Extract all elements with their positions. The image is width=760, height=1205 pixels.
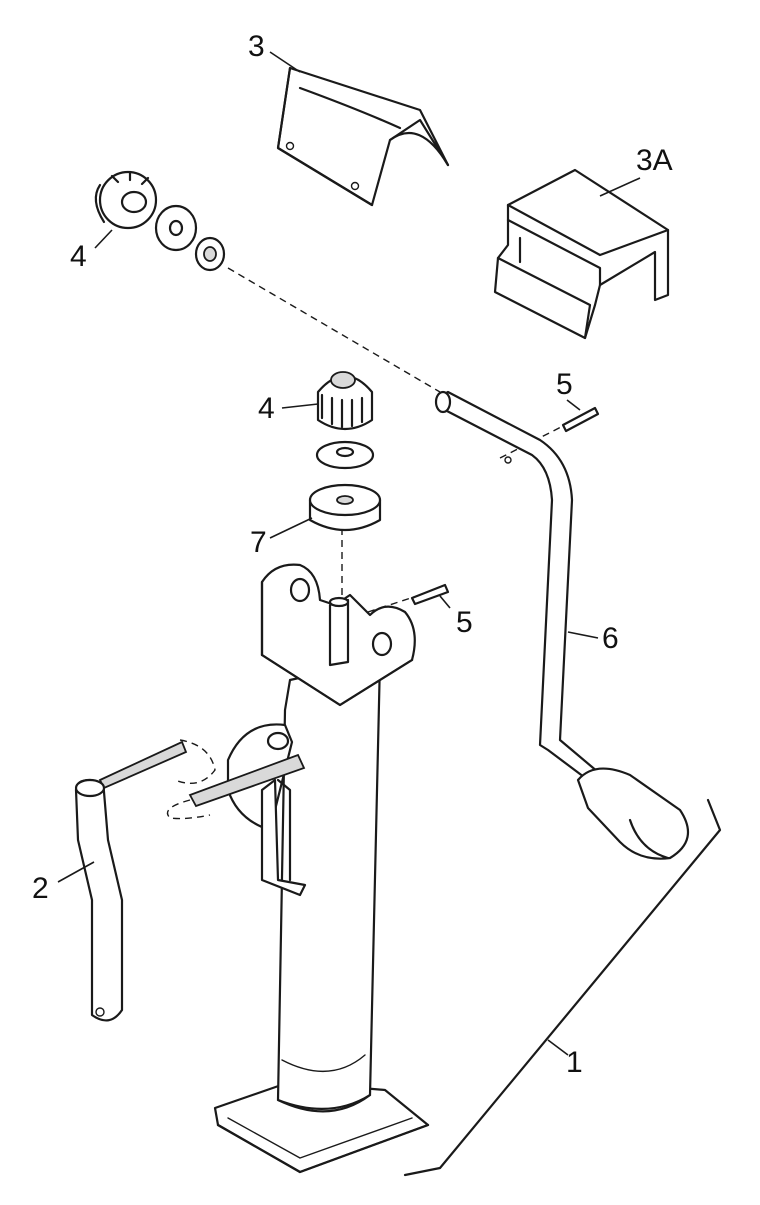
axis-dashed-line-upper — [227, 267, 441, 393]
washer-lower — [315, 440, 375, 470]
leader-4-lower — [281, 403, 319, 409]
part-4-gear-upper — [94, 170, 158, 230]
leader-5-upper — [566, 399, 581, 411]
part-6-crank-handle — [434, 390, 690, 860]
part-3a-bracket — [493, 168, 670, 340]
callout-part-7: 7 — [250, 526, 267, 559]
callout-part-6: 6 — [602, 622, 619, 655]
leader-3a — [599, 177, 641, 197]
part-2-lever-handle — [74, 778, 124, 1022]
callout-part-5-upper: 5 — [556, 368, 573, 401]
part-1-jack-body — [213, 563, 430, 1174]
part-4-gear-lower — [316, 371, 374, 431]
callout-part-1: 1 — [566, 1046, 583, 1079]
callout-part-3: 3 — [248, 30, 265, 63]
nut-upper — [194, 236, 226, 272]
washer-upper — [154, 204, 198, 252]
callout-part-3a: 3A — [636, 144, 673, 177]
part-5-pin-upper — [561, 406, 600, 433]
leader-4-upper — [94, 229, 113, 249]
part-3-cover — [276, 66, 450, 207]
leader-2 — [57, 861, 95, 883]
callout-part-2: 2 — [32, 872, 49, 905]
leader-1 — [547, 1039, 569, 1056]
callout-part-5-lower: 5 — [456, 606, 473, 639]
leader-7 — [269, 517, 313, 539]
leader-3 — [269, 51, 301, 73]
callout-part-4-upper: 4 — [70, 240, 87, 273]
part-7-thrust-washer — [308, 483, 382, 531]
part-1-leader-bracket — [403, 798, 722, 1177]
callout-part-4-lower: 4 — [258, 392, 275, 425]
leader-5-lower — [439, 595, 451, 609]
leader-6 — [567, 631, 599, 639]
part-5-pin-lower — [410, 583, 450, 606]
axis-dashed-line-pin-lower — [367, 594, 421, 613]
